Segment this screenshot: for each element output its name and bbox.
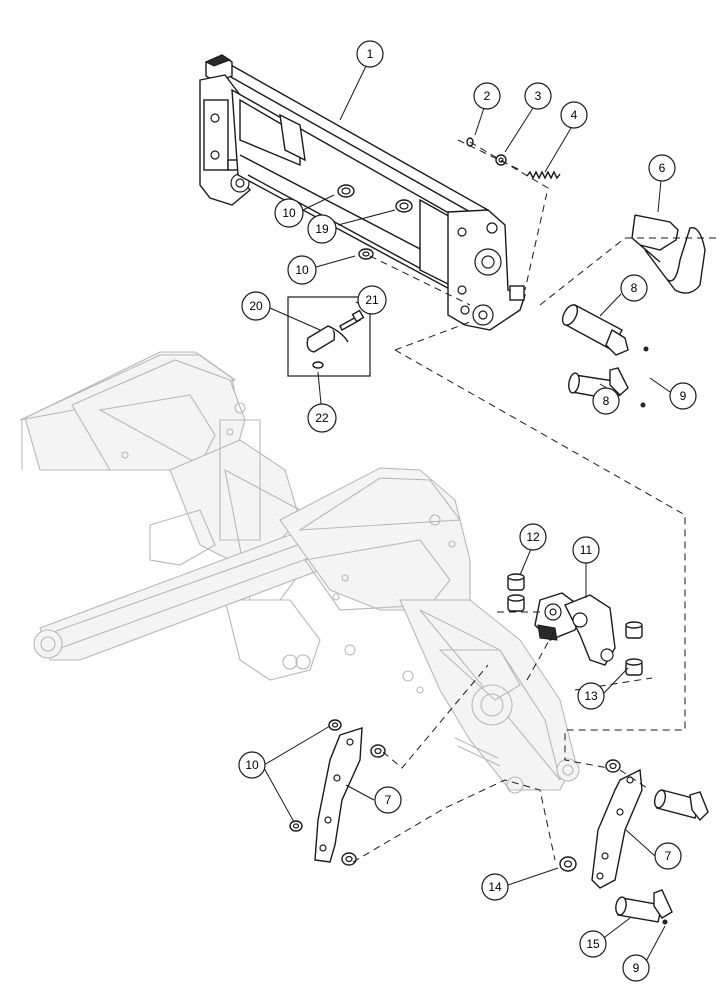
callout-7-left: 7 — [374, 786, 402, 814]
part-6-lever-handle — [631, 214, 706, 294]
svg-text:7: 7 — [665, 849, 672, 863]
part-13-bushing — [625, 621, 643, 639]
svg-text:10: 10 — [245, 758, 259, 772]
part-10-washer-lower-b — [289, 820, 303, 832]
callout-10-frame: 10 — [274, 198, 304, 228]
part-10-ring-lower — [358, 248, 374, 260]
callout-15: 15 — [579, 930, 607, 958]
callout-21: 21 — [357, 285, 387, 315]
part-pin-link-right — [653, 789, 709, 822]
part-14-washer — [559, 856, 577, 872]
svg-text:9: 9 — [633, 961, 640, 975]
svg-text:2: 2 — [484, 89, 491, 103]
svg-text:21: 21 — [365, 293, 379, 307]
callout-7-right: 7 — [654, 842, 682, 870]
part-7-link-left — [314, 727, 363, 863]
callout-8-upper: 8 — [620, 274, 648, 302]
callout-4: 4 — [560, 101, 588, 129]
svg-text:6: 6 — [659, 161, 666, 175]
part-3-washer — [495, 154, 507, 166]
callout-10-links: 10 — [238, 751, 266, 779]
callout-3: 3 — [524, 82, 552, 110]
part-washer-link-left-top — [370, 744, 386, 758]
callout-8-lower: 8 — [592, 387, 620, 415]
svg-text:9: 9 — [680, 389, 687, 403]
part-12-bushing — [507, 573, 525, 591]
svg-text:22: 22 — [315, 411, 329, 425]
svg-text:15: 15 — [586, 937, 600, 951]
callout-1: 1 — [356, 40, 384, 68]
svg-text:10: 10 — [282, 206, 296, 220]
callout-20: 20 — [241, 291, 271, 321]
svg-text:11: 11 — [580, 543, 593, 557]
svg-text:8: 8 — [603, 394, 610, 408]
callout-10-lower: 10 — [287, 255, 317, 285]
part-7-link-right — [591, 768, 643, 889]
callout-9-upper: 9 — [669, 382, 697, 410]
svg-text:3: 3 — [535, 89, 542, 103]
svg-text:10: 10 — [295, 263, 309, 277]
callout-13: 13 — [577, 682, 605, 710]
svg-text:20: 20 — [249, 299, 263, 313]
svg-text:19: 19 — [315, 222, 329, 236]
part-9-clips-upper — [640, 346, 649, 408]
svg-text:12: 12 — [526, 530, 540, 544]
part-10-washer-lower-a — [328, 719, 342, 731]
svg-text:13: 13 — [584, 689, 598, 703]
part-washer-link-left-bottom — [341, 852, 357, 866]
part-8-pin-upper — [561, 304, 629, 356]
part-15-pin — [615, 889, 673, 923]
part-11-pivot-bracket — [534, 592, 616, 666]
svg-text:7: 7 — [385, 793, 392, 807]
part-12-bushing-2 — [507, 594, 525, 612]
svg-text:1: 1 — [367, 47, 374, 61]
svg-text:14: 14 — [488, 880, 502, 894]
loader-arm-assembly-ghost — [19, 351, 580, 794]
part-19-ring-frame — [395, 199, 413, 213]
part-washer-link-right-top — [605, 759, 621, 773]
svg-text:4: 4 — [571, 108, 578, 122]
part-10-ring-frame — [337, 184, 355, 198]
part-13-bushing-2 — [625, 658, 643, 676]
svg-text:8: 8 — [631, 281, 638, 295]
part-9-clip-lower — [662, 919, 668, 925]
callout-11: 11 — [572, 536, 600, 564]
assembly-dashed-lines — [352, 139, 720, 863]
callout-9-lower: 9 — [622, 954, 650, 982]
callout-12: 12 — [519, 523, 547, 551]
callout-14: 14 — [481, 873, 509, 901]
part-4-spring — [526, 170, 561, 180]
callout-2: 2 — [473, 82, 501, 110]
inset-detail-20-22 — [287, 296, 371, 377]
callout-19: 19 — [307, 214, 337, 244]
callouts: 1 2 3 4 6 10 19 10 20 21 22 8 8 9 12 11 … — [238, 40, 697, 982]
callout-22: 22 — [307, 403, 337, 433]
callout-6: 6 — [648, 154, 676, 182]
